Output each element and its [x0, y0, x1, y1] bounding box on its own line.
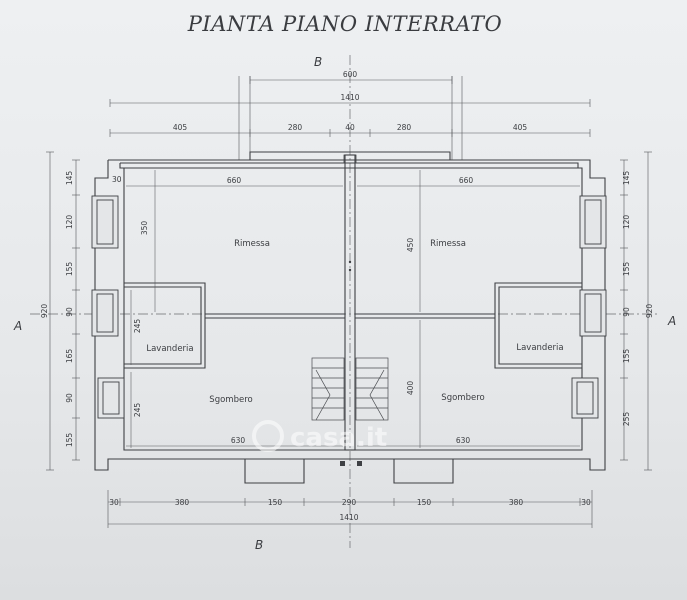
dim-top-1410: 1410	[340, 93, 359, 102]
dim-400: 400	[406, 381, 415, 396]
dim-660-left: 660	[227, 176, 242, 185]
dim-bottom-290: 290	[342, 498, 357, 507]
dim-left-120: 120	[65, 215, 74, 230]
dim-top-280-right: 280	[397, 123, 412, 132]
side-wells	[91, 195, 607, 419]
dim-630-left: 630	[231, 436, 246, 445]
dim-right-920: 920	[645, 304, 654, 319]
watermark-text: casa.it	[290, 423, 387, 453]
dim-bottom-1410: 1410	[339, 513, 358, 522]
room-rimessa-right: Rimessa	[430, 239, 466, 249]
dim-left-90-b: 90	[65, 393, 74, 403]
dim-left-155-a: 155	[65, 262, 74, 277]
dim-top-40: 40	[345, 123, 355, 132]
dim-left-90-a: 90	[65, 307, 74, 317]
dim-right-155-a: 155	[622, 262, 631, 277]
dim-350: 350	[140, 221, 149, 236]
dim-top-405-left: 405	[173, 123, 188, 132]
dim-right-155-b: 155	[622, 349, 631, 364]
dim-450: 450	[406, 238, 415, 253]
room-lavanderia-left: Lavanderia	[146, 344, 193, 354]
dim-left-920: 920	[40, 304, 49, 319]
section-label-a-left: A	[13, 319, 22, 333]
watermark: casa.it	[252, 420, 387, 453]
dim-right-120: 120	[622, 215, 631, 230]
dim-bottom-380-right: 380	[509, 498, 524, 507]
building-walls	[94, 151, 606, 484]
dim-630-right: 630	[456, 436, 471, 445]
room-lavanderia-right: Lavanderia	[516, 343, 563, 353]
dim-bottom-150-left: 150	[268, 498, 283, 507]
bottom-dimension-lines	[107, 490, 593, 528]
left-dimension-lines	[46, 151, 80, 471]
dim-right-255: 255	[622, 412, 631, 427]
dim-660-right: 660	[459, 176, 474, 185]
dim-30-marker: 30	[112, 175, 122, 184]
dim-top-280-left: 280	[288, 123, 303, 132]
dim-bottom-150-right: 150	[417, 498, 432, 507]
dim-right-90: 90	[622, 307, 631, 317]
section-label-a-right: A	[667, 314, 676, 328]
dim-left-155-b: 155	[65, 433, 74, 448]
dim-left-145: 145	[65, 171, 74, 186]
dim-bottom-380-left: 380	[175, 498, 190, 507]
dim-right-145: 145	[622, 171, 631, 186]
dim-left-165: 165	[65, 349, 74, 364]
right-dimension-lines	[620, 151, 652, 471]
staircase	[311, 357, 389, 421]
dim-245-upper: 245	[133, 319, 142, 334]
room-rimessa-left: Rimessa	[234, 239, 270, 249]
room-sgombero-left: Sgombero	[209, 395, 252, 405]
dim-top-600: 600	[343, 70, 358, 79]
dim-245-lower: 245	[133, 403, 142, 418]
plan-title: PIANTA PIANO INTERRATO	[187, 12, 502, 36]
dim-top-405-right: 405	[513, 123, 528, 132]
room-sgombero-right: Sgombero	[441, 393, 484, 403]
wall-details	[340, 154, 362, 466]
interior-dimension-lines	[126, 170, 580, 448]
section-label-b-top: B	[314, 55, 322, 69]
dim-bottom-30-left: 30	[109, 498, 119, 507]
top-dimension-lines	[109, 76, 591, 160]
dim-bottom-30-right: 30	[581, 498, 591, 507]
section-label-b-bottom: B	[255, 538, 263, 552]
